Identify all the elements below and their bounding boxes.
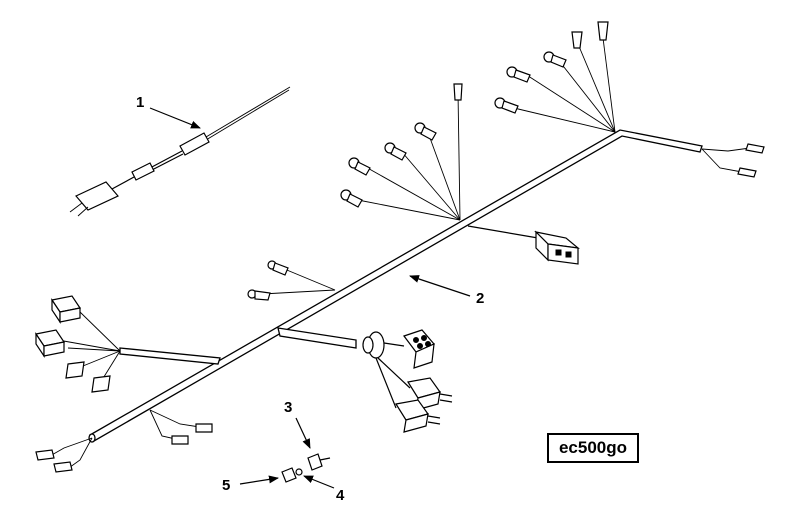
callout-4: 4 xyxy=(336,487,345,504)
part-5-nut xyxy=(281,467,297,483)
callout-1: 1 xyxy=(136,94,144,111)
part-1-sensor-lead xyxy=(69,86,291,217)
callout-3: 3 xyxy=(284,399,292,416)
drawing-code-label: ec500go xyxy=(547,433,639,463)
part-4-washer xyxy=(295,468,303,476)
part-2-main-harness xyxy=(35,21,765,473)
callout-arrows xyxy=(149,107,471,489)
callout-5: 5 xyxy=(222,477,230,494)
part-3-connector xyxy=(307,453,331,471)
callout-2: 2 xyxy=(476,290,484,307)
